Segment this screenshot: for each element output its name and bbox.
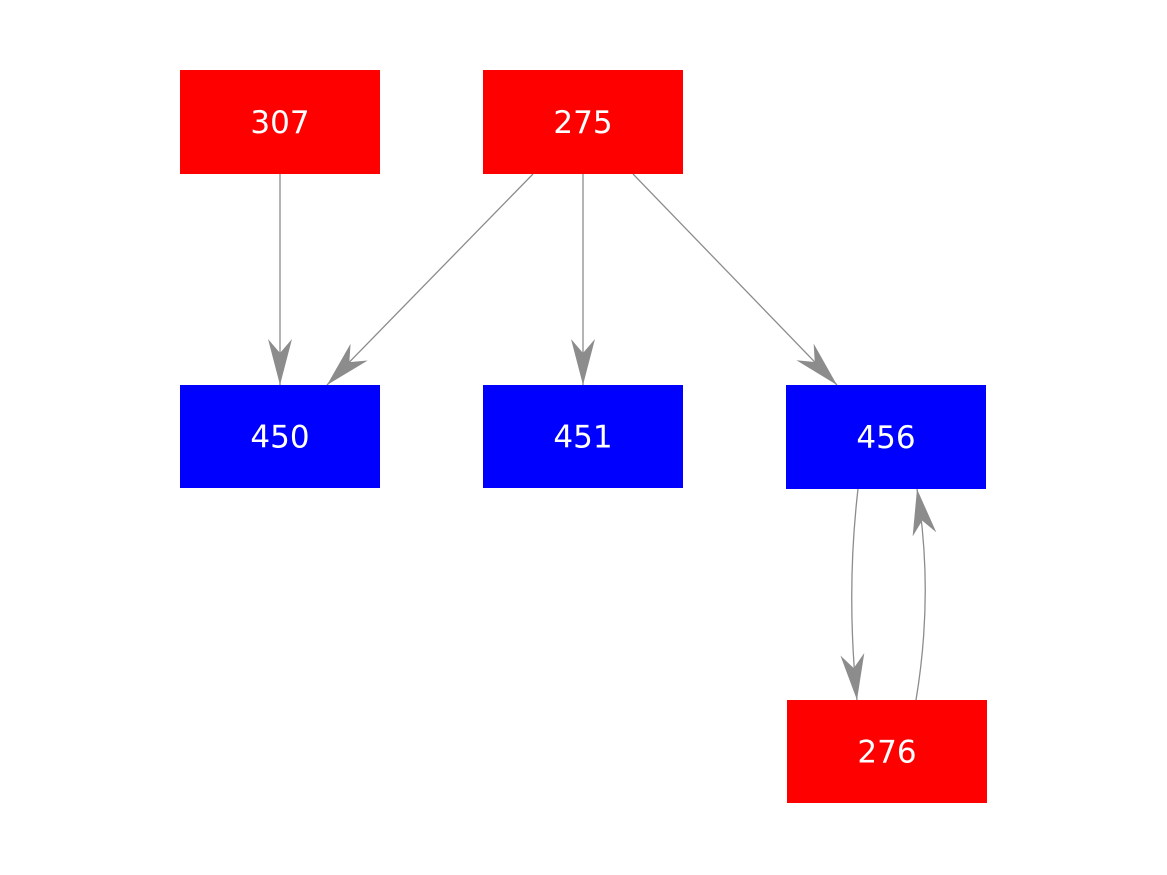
nodes-layer: 307 275 450 451 456 276 [180,70,987,803]
node-456: 456 [786,385,986,489]
node-label-451: 451 [553,419,612,455]
node-rect-450 [180,385,380,488]
node-rect-276 [787,700,987,803]
node-451: 451 [483,385,683,488]
edge-275-to-456 [632,173,838,386]
edge-276-to-456 [912,488,937,701]
node-label-275: 275 [553,105,612,141]
node-label-456: 456 [856,420,915,456]
edges-layer [268,173,937,701]
node-label-307: 307 [250,105,309,141]
edge-275-to-450 [326,173,534,386]
node-rect-275 [483,70,683,174]
node-rect-451 [483,385,683,488]
node-275: 275 [483,70,683,174]
node-rect-307 [180,70,380,174]
edge-456-to-276 [840,488,865,701]
node-276: 276 [787,700,987,803]
node-label-450: 450 [250,419,309,455]
node-rect-456 [786,385,986,489]
node-label-276: 276 [857,734,916,770]
node-307: 307 [180,70,380,174]
node-450: 450 [180,385,380,488]
